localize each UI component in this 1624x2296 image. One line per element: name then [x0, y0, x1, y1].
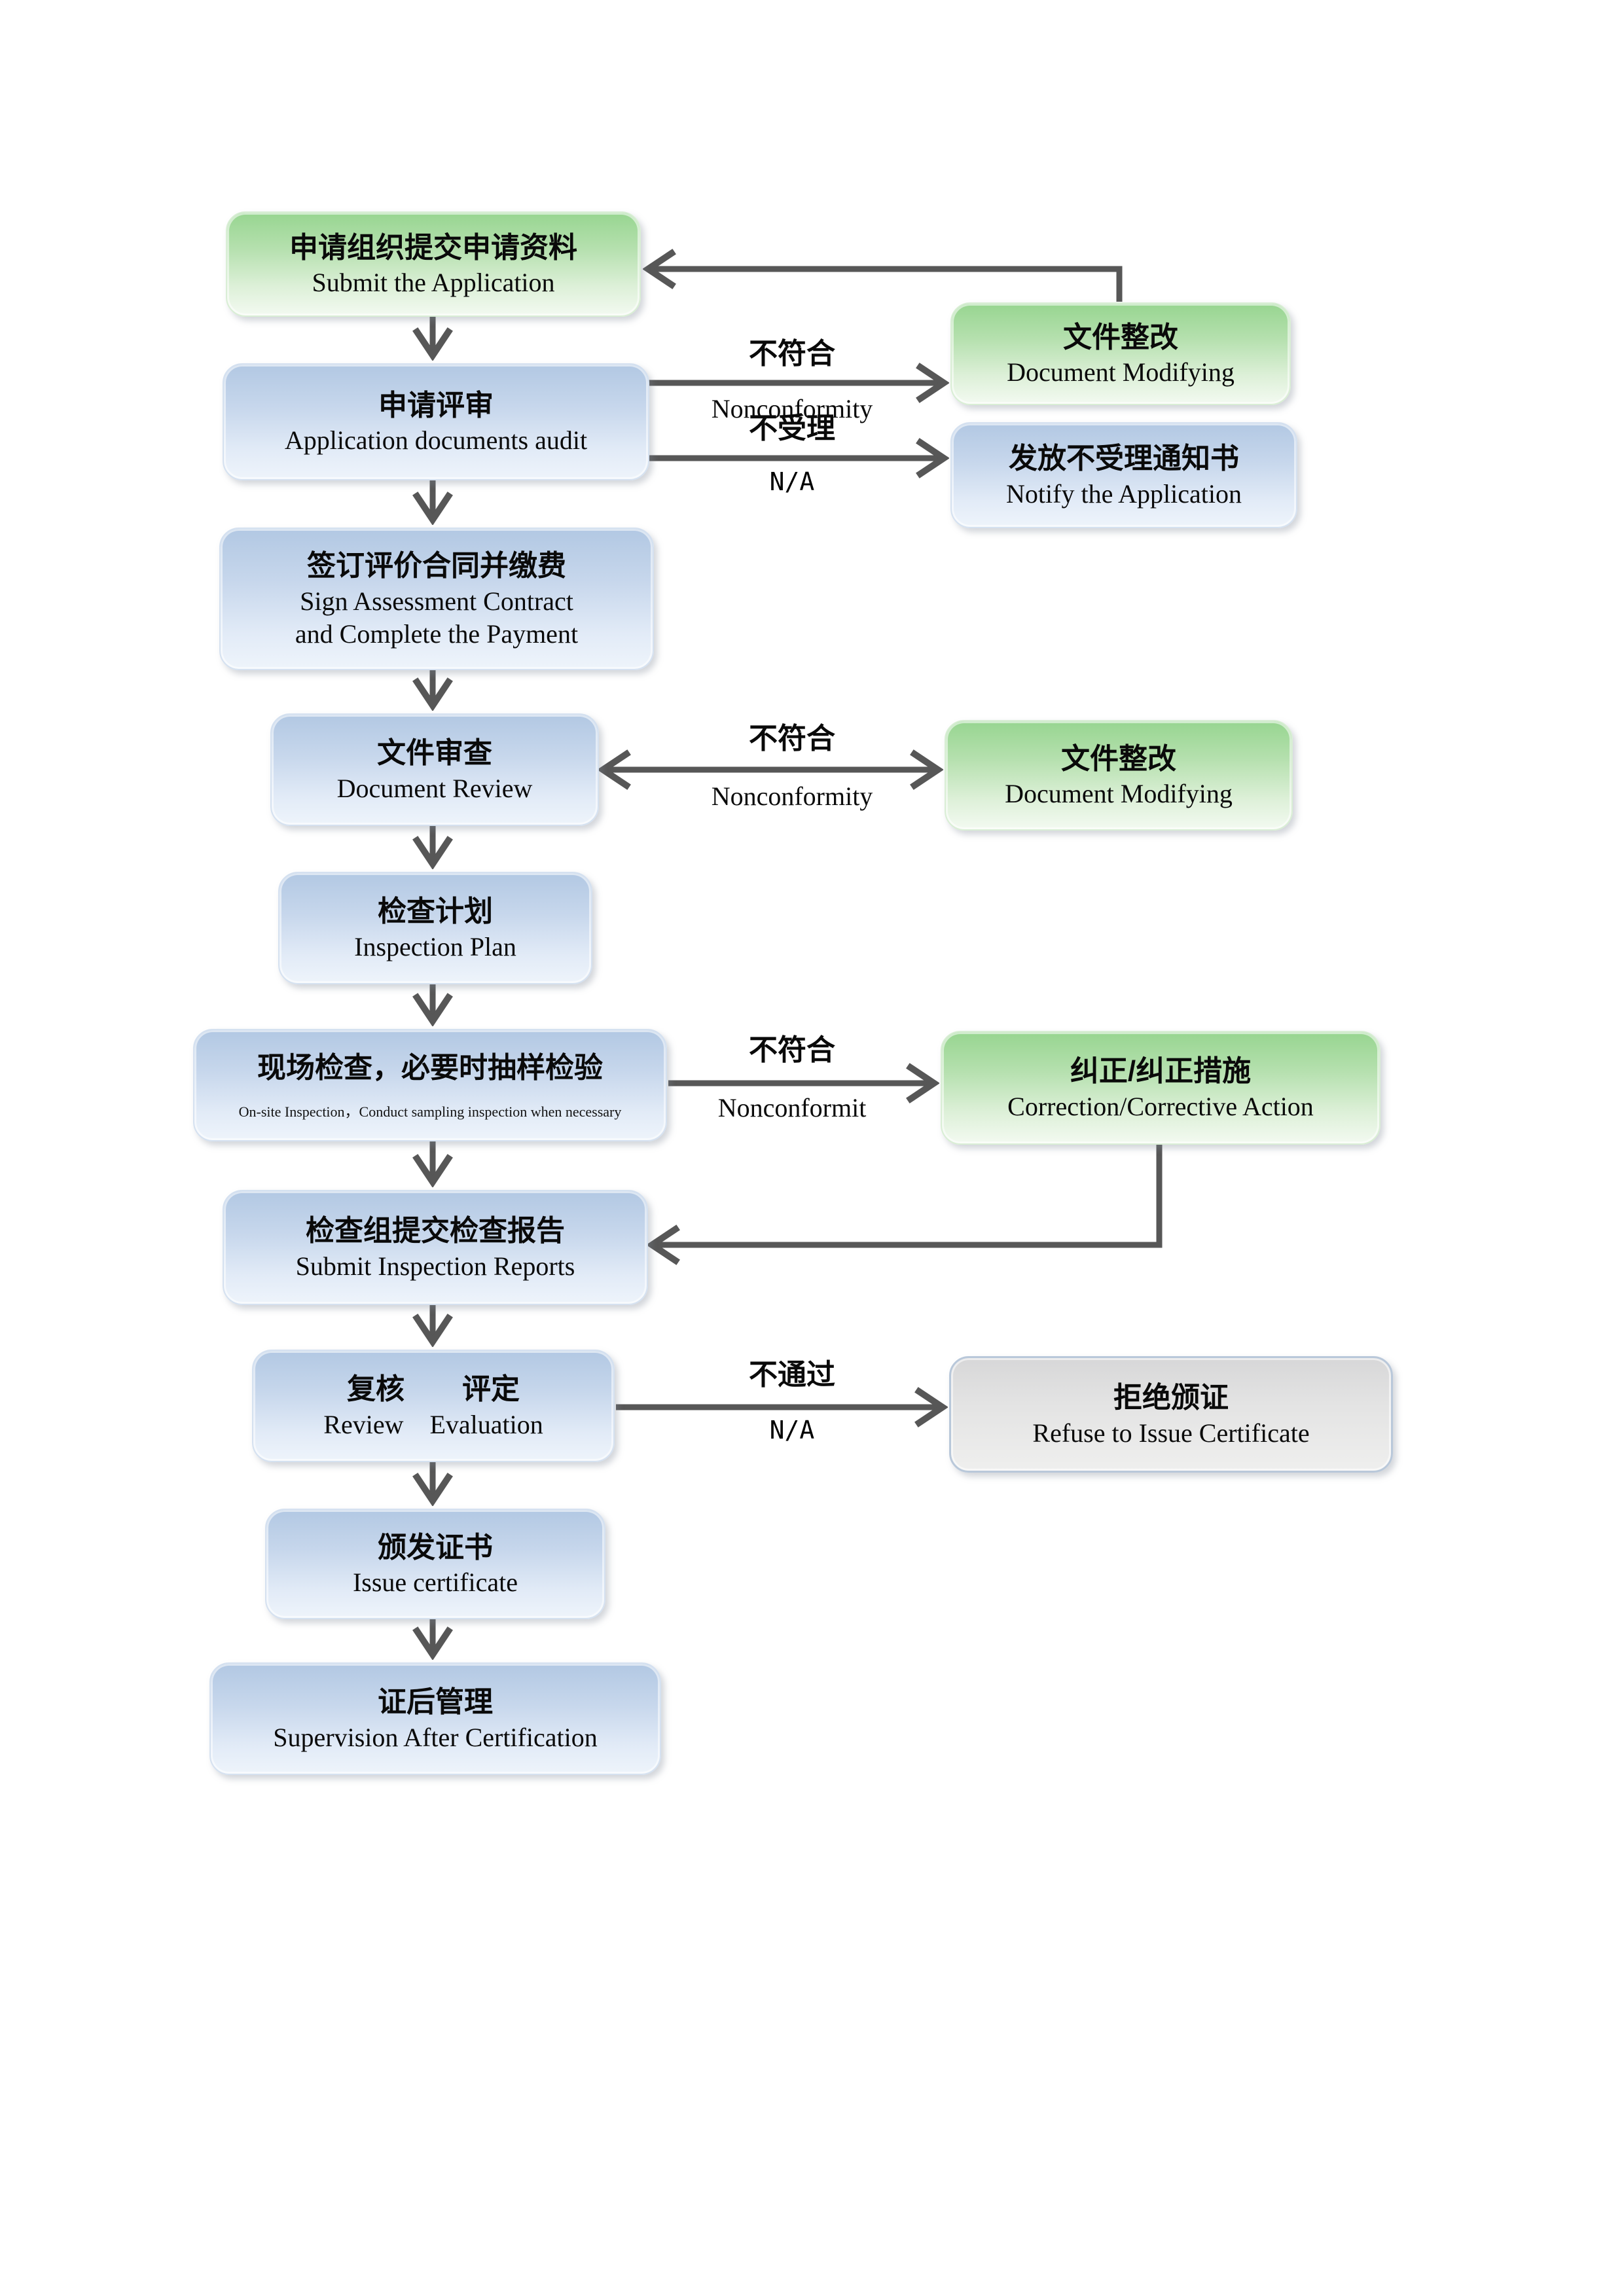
- node-submit-reports: 检查组提交检查报告 Submit Inspection Reports: [223, 1190, 648, 1305]
- edge-label-audit-nonconformity-en: Nonconformity: [651, 393, 933, 425]
- edge-label-audit-nonconformity-zh: 不符合: [651, 335, 933, 372]
- node-label-en: Correction/Corrective Action: [1007, 1091, 1314, 1121]
- node-supervision: 证后管理 Supervision After Certification: [209, 1662, 661, 1775]
- node-refuse-certificate: 拒绝颁证 Refuse to Issue Certificate: [949, 1356, 1393, 1473]
- node-onsite-inspection: 现场检查，必要时抽样检验 On-site Inspection，Conduct …: [193, 1029, 667, 1141]
- node-document-modifying-mid: 文件整改 Document Modifying: [945, 720, 1293, 831]
- edge-label-evaluation-fail-en: N/A: [651, 1416, 933, 1444]
- node-label-zh: 文件整改: [1063, 321, 1178, 353]
- arrow-modifying-back-to-submit: [648, 269, 1123, 302]
- edge-label-audit-rejection-zh: 不受理: [651, 410, 933, 447]
- node-label-zh: 签订评价合同并缴费: [307, 550, 566, 583]
- edge-label-audit-rejection-en: N/A: [651, 467, 933, 496]
- node-label-en: Notify the Application: [1006, 478, 1242, 509]
- node-label-en: Supervision After Certification: [273, 1722, 598, 1752]
- node-label-en: Submit the Application: [312, 268, 555, 298]
- node-label-en: Document Modifying: [1007, 357, 1235, 387]
- edge-label-text: 不受理: [749, 412, 835, 444]
- node-label-en: Application documents audit: [284, 425, 588, 456]
- node-label-zh: 复核 评定: [347, 1373, 520, 1406]
- node-label-en2: and Complete the Payment: [295, 619, 579, 649]
- edge-label-text: 不符合: [749, 723, 835, 755]
- node-application-audit: 申请评审 Application documents audit: [223, 363, 649, 480]
- node-label-en: Sign Assessment Contract: [300, 586, 573, 616]
- arrow-correction-back-to-reports: [652, 1141, 1163, 1245]
- node-label-zh: 纠正/纠正措施: [1070, 1055, 1252, 1088]
- edge-label-onsite-nonconformity-zh: 不符合: [651, 1031, 933, 1069]
- node-label-zh: 证后管理: [378, 1686, 493, 1719]
- node-label-en: Submit Inspection Reports: [295, 1251, 575, 1281]
- node-label-zh: 拒绝颁证: [1113, 1382, 1229, 1414]
- node-document-modifying-top: 文件整改 Document Modifying: [950, 302, 1291, 405]
- node-label-en: Refuse to Issue Certificate: [1032, 1418, 1310, 1448]
- node-document-review: 文件审查 Document Review: [270, 713, 599, 826]
- node-label-zh: 文件审查: [377, 737, 492, 770]
- node-label-zh: 检查组提交检查报告: [306, 1215, 565, 1247]
- edge-label-text: Nonconformity: [711, 781, 873, 811]
- edge-label-text: 不通过: [749, 1359, 835, 1391]
- node-label-zh: 申请组织提交申请资料: [289, 231, 577, 264]
- node-label-zh: 发放不受理通知书: [1009, 442, 1239, 475]
- node-label-zh: 颁发证书: [378, 1531, 493, 1564]
- node-notify-application: 发放不受理通知书 Notify the Application: [950, 422, 1297, 528]
- edge-label-review-nonconformity-zh: 不符合: [651, 720, 933, 757]
- node-correction: 纠正/纠正措施 Correction/Corrective Action: [941, 1031, 1380, 1145]
- node-label-caption: On-site Inspection，Conduct sampling insp…: [238, 1103, 622, 1121]
- edge-label-review-nonconformity-en: Nonconformity: [651, 780, 933, 813]
- node-label-en: Inspection Plan: [354, 931, 516, 961]
- node-label-zh: 申请评审: [378, 389, 494, 422]
- node-label-zh: 现场检查，必要时抽样检验: [257, 1052, 603, 1085]
- node-label-en: Review Evaluation: [323, 1409, 543, 1439]
- edge-label-text: Nonconformit: [717, 1093, 867, 1122]
- edge-label-text: 不符合: [749, 338, 835, 370]
- edge-label-text: N/A: [769, 467, 815, 496]
- node-inspection-plan: 检查计划 Inspection Plan: [278, 872, 592, 984]
- node-label-en: Document Review: [336, 773, 533, 803]
- node-label-en: Issue certificate: [352, 1568, 518, 1598]
- edge-label-onsite-nonconformity-en: Nonconformit: [651, 1092, 933, 1124]
- node-review-evaluation: 复核 评定 Review Evaluation: [252, 1350, 615, 1462]
- node-sign-contract: 签订评价合同并缴费 Sign Assessment Contract and C…: [219, 528, 654, 670]
- node-label-zh: 检查计划: [378, 895, 493, 928]
- node-issue-certificate: 颁发证书 Issue certificate: [265, 1509, 605, 1619]
- edge-label-text: 不符合: [749, 1034, 835, 1066]
- node-label-en: Document Modifying: [1005, 779, 1233, 809]
- edge-label-evaluation-fail-zh: 不通过: [651, 1356, 933, 1393]
- edge-label-text: N/A: [769, 1416, 815, 1444]
- edge-label-text: Nonconformity: [711, 394, 873, 423]
- node-label-zh: 文件整改: [1061, 742, 1176, 775]
- node-submit-application: 申请组织提交申请资料 Submit the Application: [226, 211, 641, 317]
